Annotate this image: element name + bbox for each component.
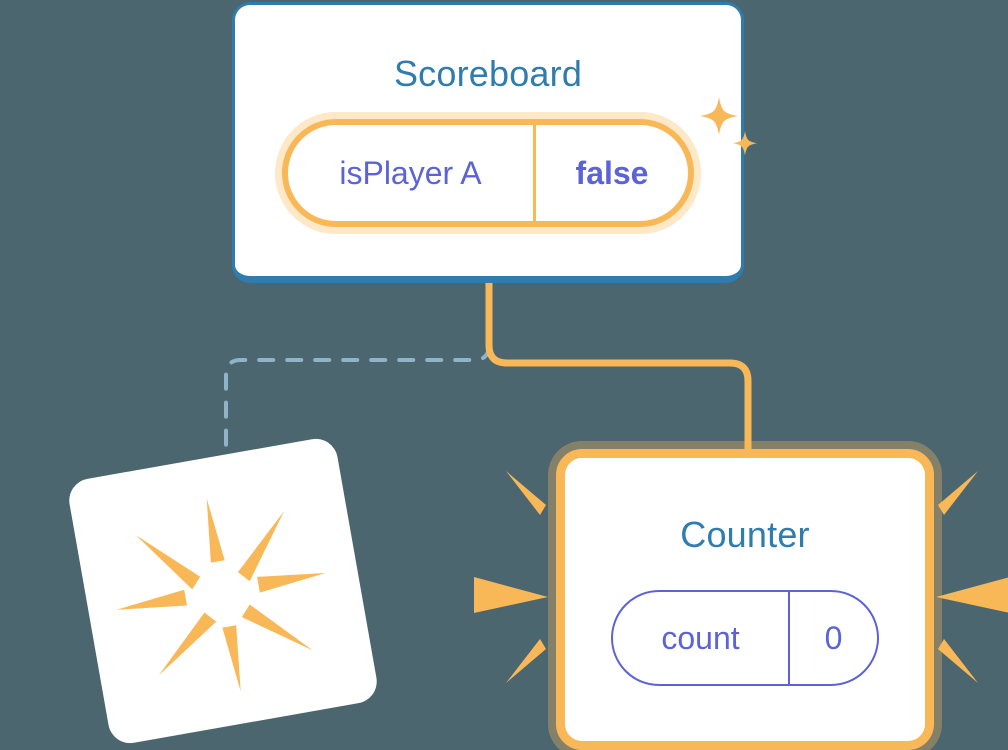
counter-ray-left-bottom-icon [506, 639, 546, 683]
counter-state-pill[interactable]: count 0 [611, 590, 879, 686]
counter-ray-left-mid-icon [474, 577, 548, 613]
counter-rays-right [936, 471, 1008, 683]
scoreboard-state-key: isPlayer A [288, 125, 536, 221]
counter-state-value: 0 [824, 619, 843, 656]
counter-rays-left [474, 471, 548, 683]
scoreboard-pill-row: isPlayer A false [235, 95, 741, 227]
burst-ray-ne-icon [237, 511, 285, 582]
counter-state-key: count [613, 592, 790, 684]
scoreboard-state-pill[interactable]: isPlayer A false [282, 119, 694, 227]
counter-pill-row: count 0 [565, 556, 925, 686]
burst-ray-sw-icon [158, 612, 217, 676]
sparkle-large-icon [700, 97, 738, 135]
connector-solid-to-counter [485, 283, 752, 458]
burst-ray-se-icon [241, 604, 313, 651]
scoreboard-state-value: false [575, 154, 649, 191]
node-card-scoreboard[interactable]: Scoreboard isPlayer A false [232, 2, 757, 283]
counter-ray-right-top-icon [938, 471, 978, 515]
scoreboard-title: Scoreboard [393, 53, 583, 94]
spark-burst-group [116, 498, 326, 692]
burst-ray-w-icon [116, 589, 187, 610]
counter-title: Counter [680, 514, 810, 555]
burst-ray-e-icon [257, 572, 326, 593]
burst-ray-n-icon [206, 498, 225, 563]
sparkle-small-icon [733, 131, 757, 156]
sparkle-group [700, 97, 757, 156]
counter-ray-right-bottom-icon [938, 639, 978, 683]
node-card-counter[interactable]: Counter count 0 [556, 449, 934, 750]
counter-ray-right-mid-icon [936, 577, 1008, 613]
node-card-spark[interactable] [65, 435, 381, 747]
burst-ray-nw-icon [135, 535, 201, 590]
burst-ray-s-icon [222, 625, 241, 692]
counter-ray-left-top-icon [506, 471, 546, 515]
